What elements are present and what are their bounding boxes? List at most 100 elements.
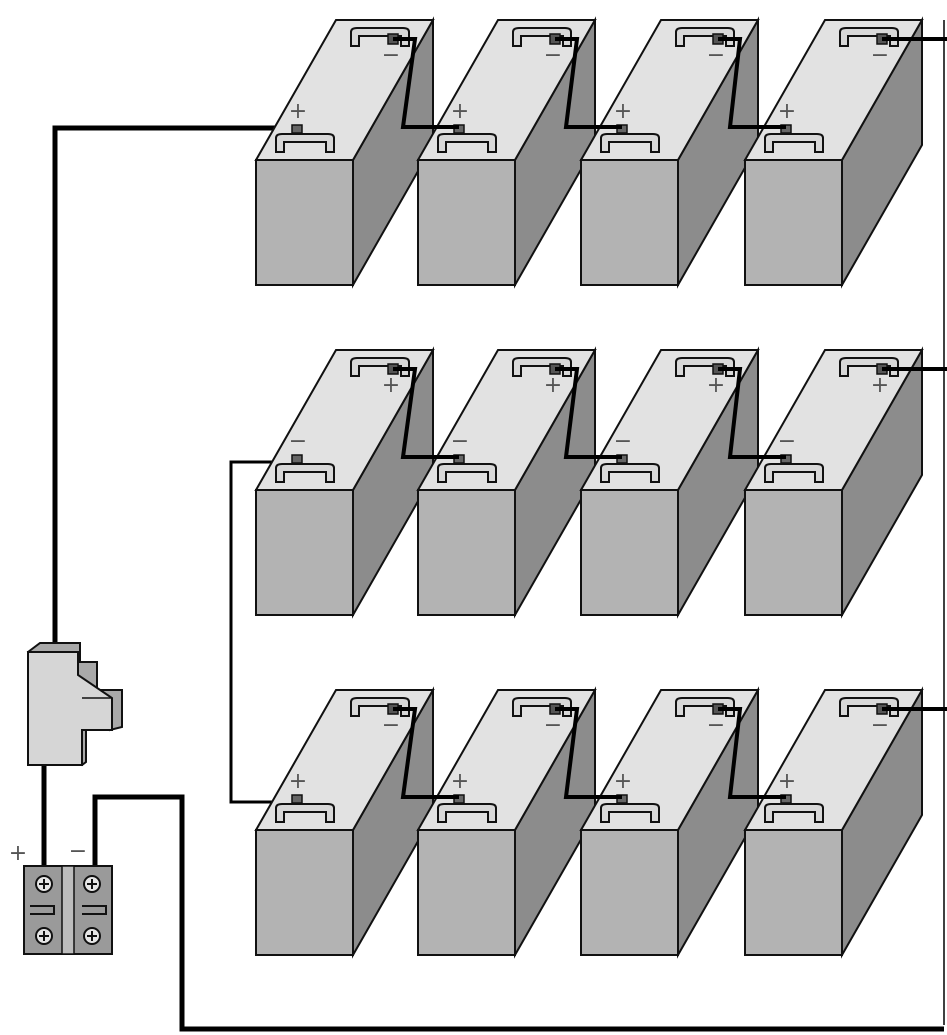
jumper-cable [393, 37, 459, 129]
jumper-layer [393, 37, 947, 799]
battery-near-sign: + [778, 99, 796, 124]
battery-handle [600, 803, 660, 823]
battery-far-sign: − [544, 43, 562, 68]
battery-far-sign: − [382, 43, 400, 68]
battery-row1-col1: +− [254, 16, 435, 289]
battery-terminal-near [291, 124, 303, 134]
battery-row3-col2: +− [416, 686, 597, 959]
battery-far-sign: − [382, 713, 400, 738]
battery-near-sign: − [614, 429, 632, 454]
battery-front-face [580, 159, 679, 286]
battery-far-sign: − [707, 713, 725, 738]
terminal-negative-label: − [69, 839, 87, 864]
battery-near-sign: + [614, 99, 632, 124]
screw-slot [39, 931, 49, 941]
battery-terminal-near [291, 454, 303, 464]
battery-row3-col1: +− [254, 686, 435, 959]
battery-far-sign: + [871, 373, 889, 398]
device-layer: +− [9, 642, 123, 955]
battery-handle [839, 27, 899, 47]
battery-front-face [744, 489, 843, 616]
battery-handle [350, 697, 410, 717]
terminal-block-divider [61, 865, 75, 955]
positive-main-cable [52, 125, 297, 648]
battery-handle [764, 133, 824, 153]
battery-row3-col4: +− [743, 686, 924, 959]
battery-near-sign: − [451, 429, 469, 454]
jumper-cable [718, 367, 786, 459]
battery-far-sign: + [382, 373, 400, 398]
battery-handle [764, 803, 824, 823]
battery-handle [839, 357, 899, 377]
battery-far-sign: − [707, 43, 725, 68]
battery-row2-col3: −+ [579, 346, 760, 619]
screw-slot [87, 931, 97, 941]
battery-near-sign: + [289, 769, 307, 794]
battery-handle [675, 357, 735, 377]
battery-handle [675, 27, 735, 47]
battery-far-sign: + [707, 373, 725, 398]
battery-handle [350, 27, 410, 47]
battery-bank: +−+−+−+−−+−+−+−++−+−+−+− [254, 16, 924, 959]
battery-far-sign: − [871, 43, 889, 68]
jumper-cable [718, 37, 786, 129]
battery-front-face [255, 829, 354, 956]
battery-row1-col3: +− [579, 16, 760, 289]
battery-near-sign: − [778, 429, 796, 454]
row-link-cable [229, 460, 297, 804]
battery-front-face [417, 159, 516, 286]
battery-near-sign: + [778, 769, 796, 794]
screw-slot [39, 879, 49, 889]
battery-handle [437, 463, 497, 483]
battery-handle [437, 133, 497, 153]
jumper-cable [555, 37, 622, 129]
battery-front-face [417, 829, 516, 956]
battery-handle [600, 133, 660, 153]
battery-near-sign: + [451, 99, 469, 124]
breaker-face [27, 651, 113, 766]
jumper-cable [718, 707, 786, 799]
battery-front-face [417, 489, 516, 616]
battery-row1-col4: +− [743, 16, 924, 289]
cable-layer [41, 20, 945, 1032]
battery-near-sign: + [451, 769, 469, 794]
battery-handle [275, 133, 335, 153]
screw-slot [87, 879, 97, 889]
battery-handle [512, 27, 572, 47]
battery-handle [512, 697, 572, 717]
battery-front-face [580, 829, 679, 956]
battery-front-face [255, 489, 354, 616]
battery-far-sign: + [544, 373, 562, 398]
battery-handle [764, 463, 824, 483]
battery-row1-col2: +− [416, 16, 597, 289]
negative-return-cable [92, 794, 944, 1032]
battery-handle [437, 803, 497, 823]
terminal-positive-label: + [9, 841, 27, 866]
breaker-icon [26, 642, 123, 767]
battery-handle [675, 697, 735, 717]
battery-front-face [744, 159, 843, 286]
jumper-cable [393, 367, 459, 459]
terminal-block-icon [23, 865, 113, 955]
battery-row2-col2: −+ [416, 346, 597, 619]
battery-far-sign: − [871, 713, 889, 738]
battery-handle [512, 357, 572, 377]
jumper-cable [555, 707, 622, 799]
battery-handle [350, 357, 410, 377]
battery-near-sign: − [289, 429, 307, 454]
terminal-block-clamps [30, 905, 107, 915]
battery-far-sign: − [544, 713, 562, 738]
battery-row2-col1: −+ [254, 346, 435, 619]
battery-handle [275, 803, 335, 823]
battery-near-sign: + [614, 769, 632, 794]
battery-row2-col4: −+ [743, 346, 924, 619]
battery-handle [600, 463, 660, 483]
jumper-cable [393, 707, 459, 799]
battery-front-face [580, 489, 679, 616]
battery-terminal-near [291, 794, 303, 804]
battery-front-face [744, 829, 843, 956]
battery-front-face [255, 159, 354, 286]
battery-row3-col3: +− [579, 686, 760, 959]
jumper-cable [555, 367, 622, 459]
